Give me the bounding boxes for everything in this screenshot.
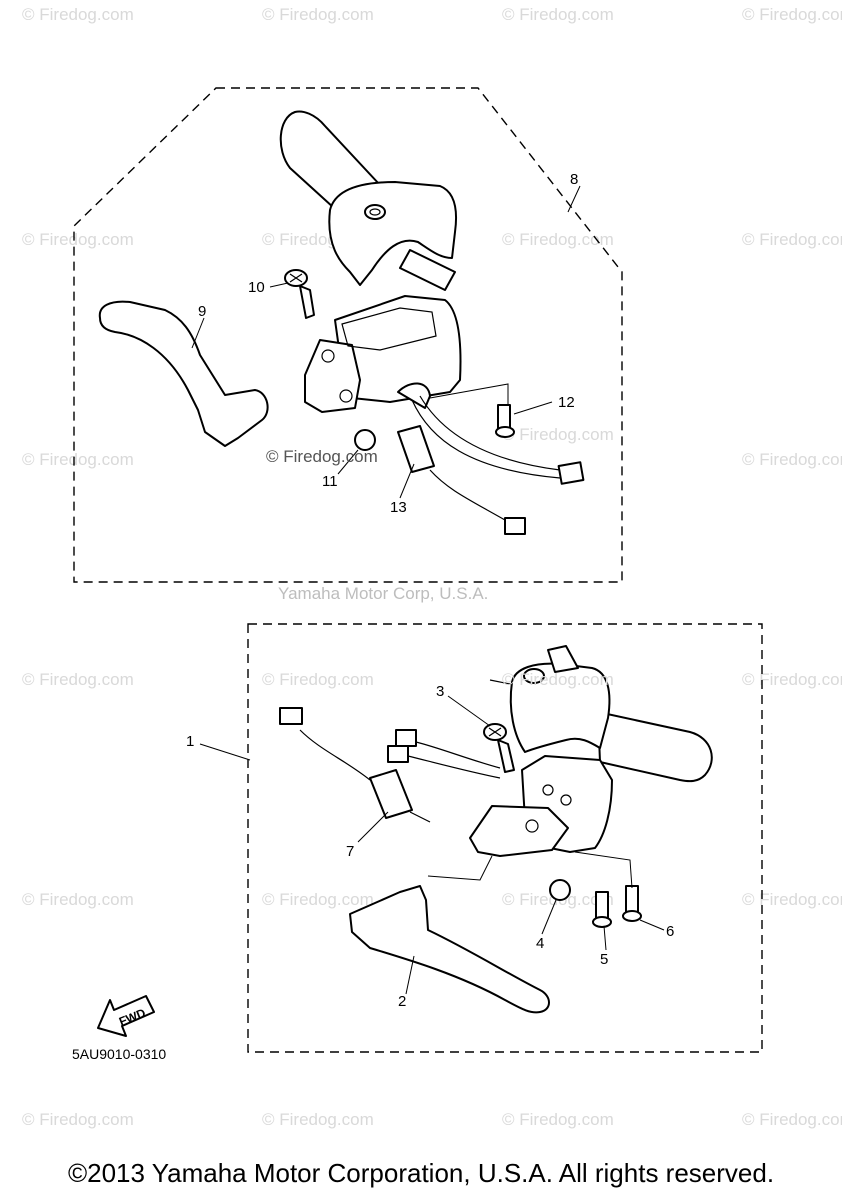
- watermark: © Firedog.com: [502, 1110, 614, 1129]
- corp-label: Yamaha Motor Corp, U.S.A.: [278, 584, 489, 603]
- upper-brake-lever: [98, 300, 269, 447]
- callout-8: 8: [570, 171, 578, 188]
- watermark: © Firedog.com: [742, 5, 842, 24]
- lower-brake-lever: [349, 885, 550, 1014]
- leader-13: [399, 463, 415, 499]
- watermark: © Firedog.com: [502, 230, 614, 249]
- lower-lever-holder: [469, 755, 613, 857]
- watermark: © Firedog.com: [22, 670, 134, 689]
- watermark: © Firedog.com: [742, 890, 842, 909]
- callout-5: 5: [600, 951, 608, 968]
- upper-lever-holder: [304, 295, 462, 413]
- watermark: © Firedog.com: [262, 670, 374, 689]
- watermark: © Firedog.com: [22, 5, 134, 24]
- callout-7: 7: [346, 843, 354, 860]
- callout-11: 11: [322, 473, 338, 490]
- watermark: © Firedog.com: [742, 450, 842, 469]
- leader-9: [191, 317, 205, 349]
- watermark: © Firedog.com: [262, 1110, 374, 1129]
- callout-4: 4: [536, 935, 544, 952]
- switch-7: [279, 707, 431, 823]
- leader-11: [337, 449, 359, 475]
- upper-clamp: [328, 181, 458, 286]
- watermark: © Firedog.com: [262, 5, 374, 24]
- watermark: © Firedog.com: [22, 890, 134, 909]
- switch-13: [397, 425, 526, 535]
- bracket-12: [429, 383, 509, 404]
- upper-cable: [419, 395, 561, 471]
- screw-5: [592, 891, 612, 928]
- watermark: © Firedog.com: [742, 230, 842, 249]
- nut-11: [354, 429, 376, 451]
- leader-1: [199, 743, 251, 761]
- lower-clamp: [509, 645, 611, 753]
- callout-3: 3: [436, 683, 444, 700]
- leader-12: [513, 401, 553, 415]
- leader-5: [603, 925, 607, 951]
- upper-assembly-boundary: [73, 87, 623, 583]
- fwd-arrow-icon: FWD: [97, 995, 155, 1037]
- upper-connector: [557, 461, 585, 485]
- bracket-lower: [427, 855, 493, 881]
- callout-10: 10: [248, 279, 265, 296]
- leader-2: [405, 955, 415, 995]
- watermark: © Firedog.com: [22, 450, 134, 469]
- watermark: © Firedog.com: [742, 1110, 842, 1129]
- callout-2: 2: [398, 993, 406, 1010]
- screw-12: [495, 404, 515, 438]
- leader-6: [639, 919, 665, 931]
- watermark: © Firedog.com: [266, 447, 378, 466]
- watermark: © Firedog.com: [502, 5, 614, 24]
- screw-3: [483, 723, 515, 773]
- callout-12: 12: [558, 394, 575, 411]
- screw-10: [284, 269, 315, 319]
- copyright-notice: ©2013 Yamaha Motor Corporation, U.S.A. A…: [67, 1158, 775, 1188]
- collar-4: [549, 879, 571, 901]
- callout-13: 13: [390, 499, 407, 516]
- upper-cable: [411, 399, 561, 479]
- bracket-lower: [574, 851, 633, 889]
- watermark: © Firedog.com: [22, 1110, 134, 1129]
- leader-3: [447, 695, 491, 727]
- watermark: © Firedog.com: [22, 230, 134, 249]
- callout-6: 6: [666, 923, 674, 940]
- callout-9: 9: [198, 303, 206, 320]
- lower-assembly-boundary: [247, 623, 763, 1053]
- diagram-code: 5AU9010-0310: [72, 1046, 167, 1062]
- leader-4: [541, 899, 557, 935]
- watermark: © Firedog.com: [742, 670, 842, 689]
- callout-1: 1: [186, 733, 194, 750]
- watermark: © Firedog.com: [502, 425, 614, 444]
- leader-8: [567, 185, 581, 213]
- watermarks: © Firedog.com © Firedog.com © Firedog.co…: [22, 5, 842, 1129]
- leader-10: [269, 282, 289, 288]
- watermark: © Firedog.com: [502, 670, 614, 689]
- leader-7: [357, 811, 389, 843]
- watermark: © Firedog.com: [262, 890, 374, 909]
- screw-6: [622, 885, 642, 922]
- lower-wire-connector: [387, 729, 501, 779]
